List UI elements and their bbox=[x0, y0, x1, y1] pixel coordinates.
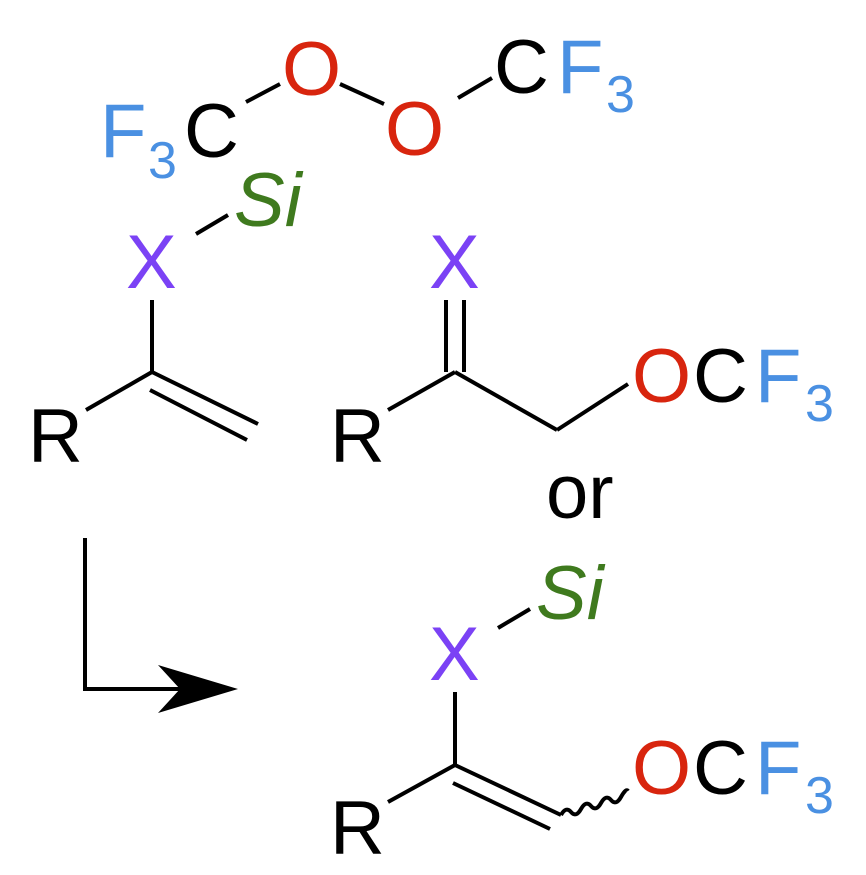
sm2-x: X bbox=[429, 220, 480, 305]
bond-c-ch-pa bbox=[454, 763, 562, 817]
sm1-r: R bbox=[28, 394, 83, 479]
product-r: R bbox=[330, 786, 385, 871]
sm2-oxygen: O bbox=[632, 334, 691, 419]
reagent-right-c: C bbox=[494, 25, 549, 110]
reagent-left-c: C bbox=[184, 89, 239, 174]
bond-c-o-left bbox=[245, 82, 281, 104]
sm2-sub: 3 bbox=[805, 375, 834, 433]
bond-x-si-p bbox=[496, 607, 532, 630]
sm2-r: R bbox=[330, 394, 385, 479]
reagent-right-sub: 3 bbox=[606, 66, 635, 124]
sm2-carbon: C bbox=[693, 334, 748, 419]
bond-o-o bbox=[339, 82, 385, 106]
product-carbon: C bbox=[693, 726, 748, 811]
wavy-bond bbox=[559, 788, 630, 817]
bond-r-c-2 bbox=[387, 370, 456, 412]
reagent-right-f: F bbox=[557, 25, 603, 110]
reagent-oxygen-1: O bbox=[282, 27, 341, 112]
bond-x-si-1 bbox=[194, 213, 230, 236]
bond-c-ch2-1a bbox=[151, 370, 259, 426]
bond-c-ch-pb bbox=[452, 781, 551, 831]
reagent-left-f: F bbox=[100, 89, 146, 174]
sm1-x: X bbox=[126, 220, 177, 305]
bond-r-c-1 bbox=[85, 370, 153, 412]
reagent-left-sub: 3 bbox=[148, 132, 177, 190]
reaction-arrow-shaft bbox=[83, 538, 190, 691]
bond-c-ch2-2 bbox=[454, 370, 558, 432]
bond-c-ch2-1b bbox=[149, 388, 248, 442]
or-label: or bbox=[546, 450, 614, 535]
product-fluorine: F bbox=[755, 726, 801, 811]
reaction-arrow-head bbox=[158, 665, 238, 713]
bond-ch2-o-2 bbox=[555, 382, 630, 432]
product-sub: 3 bbox=[805, 767, 834, 825]
bond-o-c-right bbox=[456, 76, 494, 100]
product-silicon: Si bbox=[536, 551, 606, 636]
product-x: X bbox=[429, 612, 480, 697]
sm2-fluorine: F bbox=[755, 334, 801, 419]
product-oxygen: O bbox=[632, 726, 691, 811]
sm1-silicon: Si bbox=[234, 158, 304, 243]
bond-r-c-p bbox=[387, 763, 456, 804]
reagent-oxygen-2: O bbox=[385, 87, 444, 172]
